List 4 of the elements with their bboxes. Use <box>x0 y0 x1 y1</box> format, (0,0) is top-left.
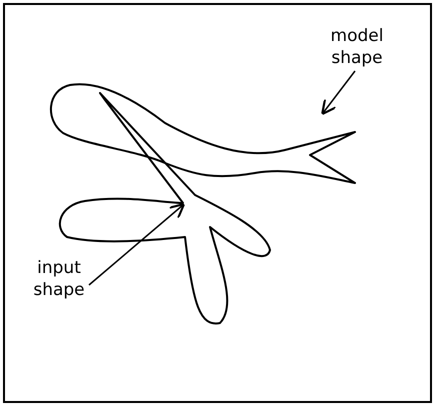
shape-label: model shape <box>317 25 397 69</box>
leader-arrow <box>321 70 356 116</box>
shape-label: input shape <box>19 257 99 301</box>
leader-arrow <box>88 203 186 286</box>
